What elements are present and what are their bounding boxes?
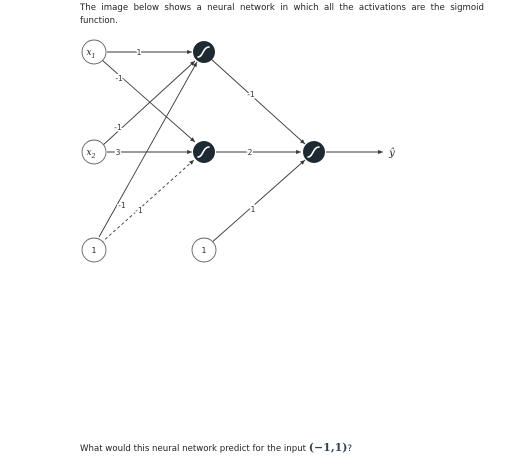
bias-node-hidden: 1 [191, 237, 217, 263]
sigmoid-icon [307, 146, 320, 158]
weight-label-h2-o: 2 [248, 148, 253, 157]
edge-b1-h1 [98, 61, 198, 238]
input-x1-sub: 1 [92, 53, 96, 60]
bias-node-input: 1 [81, 237, 107, 263]
weight-label-x1-h2: -1 [115, 74, 123, 83]
weight-label-x2-h2: 3 [116, 148, 121, 157]
input-x1-base: x [87, 48, 92, 58]
edge-x2-h1 [101, 60, 196, 147]
question-suffix: ? [347, 444, 353, 454]
weight-label-b1-h2: -1 [135, 206, 143, 215]
input-x2-base: x [87, 148, 92, 158]
edge-b1-h2 [100, 159, 195, 244]
question-text: What would this neural network predict f… [80, 441, 352, 454]
question-input-value: (−1,1) [308, 441, 348, 454]
weight-label-h1-o: -1 [247, 90, 255, 99]
edge-h1-o [210, 58, 306, 145]
sigmoid-icon [197, 146, 210, 158]
input-x2-sub: 2 [91, 153, 96, 160]
hidden-neuron-2 [193, 141, 215, 163]
output-neuron [303, 141, 325, 163]
bias-node-input-label: 1 [92, 246, 97, 255]
weight-label-x1-h1: 1 [137, 48, 142, 57]
weight-label-x2-h1: -1 [114, 123, 122, 132]
bias-node-hidden-label: 1 [202, 246, 207, 255]
input-node-x2: x2 [81, 139, 107, 165]
edge-b2-o [209, 159, 306, 245]
intro-text: The image below shows a neural network i… [80, 3, 484, 26]
sigmoid-icon [197, 46, 210, 58]
input-node-x1: x1 [81, 39, 107, 65]
output-label: ŷ [388, 148, 395, 159]
weight-label-b2-o: 1 [251, 205, 256, 214]
svg-text:x1: x1 [87, 48, 96, 60]
edge-x1-h2 [101, 59, 196, 143]
weight-label-b1-h1: -1 [118, 201, 126, 210]
hidden-neuron-1 [193, 41, 215, 63]
question-prefix: What would this neural network predict f… [80, 444, 309, 454]
svg-text:x2: x2 [87, 148, 96, 160]
